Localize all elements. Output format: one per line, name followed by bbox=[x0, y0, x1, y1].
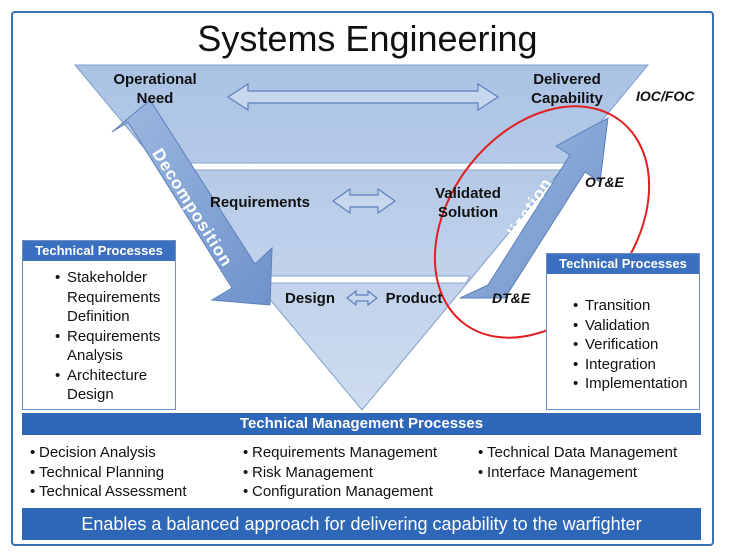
list-item: Technical Assessment bbox=[30, 482, 230, 502]
list-item: Requirements Analysis bbox=[53, 327, 171, 366]
list-item: Integration bbox=[571, 355, 699, 375]
design-label: Design bbox=[284, 290, 335, 307]
list-item: Requirements Management bbox=[243, 443, 473, 463]
band-separator-upper bbox=[157, 162, 567, 171]
footer-banner: Enables a balanced approach for deliveri… bbox=[22, 508, 701, 540]
list-item: Architecture Design bbox=[53, 366, 171, 405]
right-process-list: Transition Validation Verification Integ… bbox=[571, 296, 699, 394]
management-column-2: Requirements Management Risk Management … bbox=[243, 443, 473, 502]
double-arrow-bottom bbox=[346, 289, 378, 307]
page-title: Systems Engineering bbox=[197, 18, 538, 59]
list-item: Technical Planning bbox=[30, 463, 230, 483]
list-item: Interface Management bbox=[478, 463, 700, 483]
management-column-1: Decision Analysis Technical Planning Tec… bbox=[30, 443, 230, 502]
double-arrow-top bbox=[226, 82, 500, 112]
left-technical-processes-panel: Technical Processes Stakeholder Requirem… bbox=[22, 240, 176, 410]
left-process-list: Stakeholder Requirements Definition Requ… bbox=[53, 268, 171, 405]
right-technical-processes-panel: Technical Processes Transition Validatio… bbox=[546, 253, 700, 410]
ot-e-label: OT&E bbox=[585, 174, 624, 190]
list-item: Implementation bbox=[571, 374, 699, 394]
list-item: Transition bbox=[571, 296, 699, 316]
realization-arrow bbox=[459, 117, 609, 299]
left-panel-heading: Technical Processes bbox=[23, 241, 175, 261]
list-item: Verification bbox=[571, 335, 699, 355]
list-item: Risk Management bbox=[243, 463, 473, 483]
operational-need-label: Operational Need bbox=[113, 71, 197, 107]
band-separator-lower bbox=[261, 275, 471, 284]
list-item: Configuration Management bbox=[243, 482, 473, 502]
validated-solution-label: Validated Solution bbox=[435, 185, 501, 221]
delivered-capability-label: Delivered Capability bbox=[531, 71, 603, 107]
list-item: Validation bbox=[571, 316, 699, 336]
requirements-label: Requirements bbox=[209, 194, 311, 211]
management-heading: Technical Management Processes bbox=[22, 413, 701, 435]
dt-e-label: DT&E bbox=[492, 290, 531, 306]
list-item: Technical Data Management bbox=[478, 443, 700, 463]
list-item: Decision Analysis bbox=[30, 443, 230, 463]
decomposition-arrow bbox=[111, 99, 273, 306]
product-label: Product bbox=[385, 290, 443, 307]
list-item: Stakeholder Requirements Definition bbox=[53, 268, 171, 327]
right-panel-heading: Technical Processes bbox=[547, 254, 699, 274]
double-arrow-middle bbox=[331, 187, 397, 215]
ioc-foc-label: IOC/FOC bbox=[636, 88, 695, 104]
management-column-3: Technical Data Management Interface Mana… bbox=[478, 443, 700, 482]
